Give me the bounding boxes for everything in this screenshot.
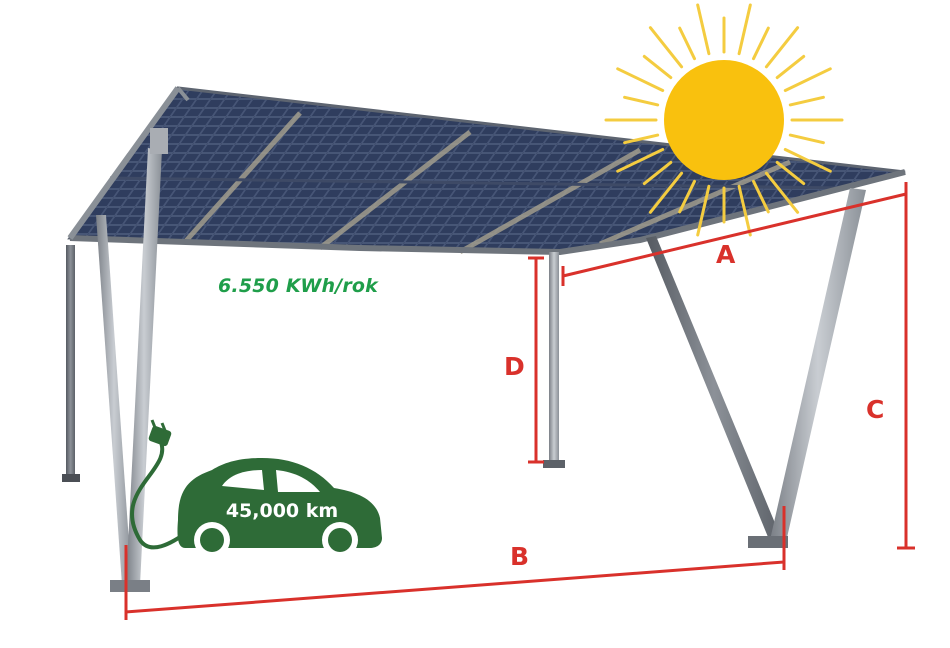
sun-ray	[642, 160, 673, 186]
sun-ray	[752, 26, 770, 61]
annual-energy-label: 6.550 KWh/rok	[218, 275, 379, 297]
dimension-c-label: C	[866, 395, 885, 424]
sun-ray	[616, 148, 665, 173]
dimension-a-label: A	[716, 240, 736, 269]
sun-ray	[788, 133, 825, 145]
sun-ray	[737, 3, 752, 56]
sun-ray	[783, 67, 832, 92]
sun-ray	[642, 54, 673, 80]
dimension-d-label: D	[504, 352, 525, 381]
sun-ray	[678, 26, 696, 61]
sun-ray	[623, 133, 660, 145]
dimension-b-label: B	[510, 542, 530, 571]
solar-roof	[67, 86, 906, 256]
sun-ray	[696, 3, 711, 56]
sun-ray	[788, 95, 825, 107]
dimension-lines	[124, 182, 915, 620]
carport-frame	[62, 128, 866, 592]
sun-ray	[752, 179, 770, 214]
sun-ray	[648, 171, 684, 214]
sun-ray	[783, 148, 832, 173]
sun-ray	[764, 26, 800, 69]
sun-ray	[696, 184, 711, 237]
sun-ray	[648, 26, 684, 69]
car-range-label: 45,000 km	[225, 500, 339, 522]
sun-ray	[775, 54, 806, 80]
sun-ray	[623, 95, 660, 107]
sun-ray	[764, 171, 800, 214]
electric-car-icon	[177, 458, 382, 558]
sun-ray	[737, 184, 752, 237]
sun-ray	[775, 160, 806, 186]
sun-ray	[616, 67, 665, 92]
sun-icon	[604, 3, 844, 237]
sun-ray	[678, 179, 696, 214]
charging-plug-icon	[130, 419, 192, 550]
